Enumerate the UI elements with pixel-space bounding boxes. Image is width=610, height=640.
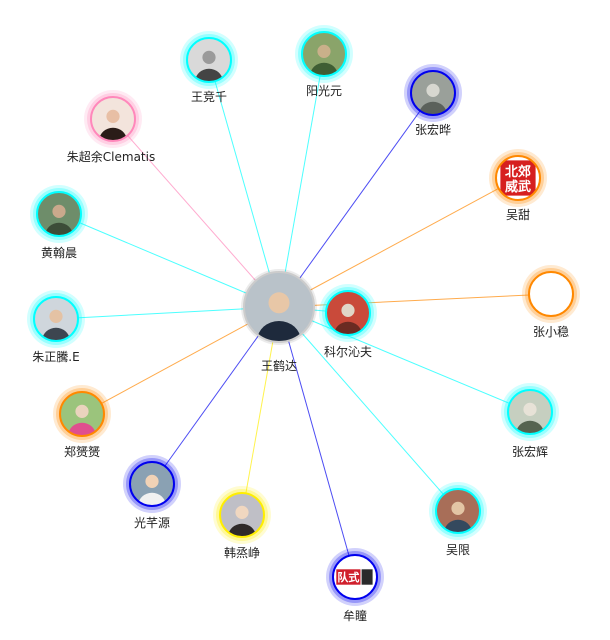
node-ring [528,271,574,317]
center-label: 王鹤达 [261,358,297,373]
node-han-zhengzheng[interactable]: 韩烝峥 [213,486,271,560]
edge-zhang-honghui [278,306,531,413]
node-ring [301,31,347,77]
node-ring [59,391,105,437]
node-label: 科尔沁夫 [324,344,372,359]
photo-street-icon [508,390,552,434]
node-yang-guangyuan[interactable]: 阳光元 [295,25,353,98]
node-ring [33,296,79,342]
node-ring [219,492,265,538]
node-ring [186,37,232,83]
svg-text:队式: 队式 [337,570,359,584]
node-zhu-chaoyu[interactable]: 朱超余Clematis [67,90,155,164]
edge-zhang-hongye [278,92,434,308]
node-label: 王竞千 [191,90,227,104]
node-ring [90,96,136,142]
node-label: 牟瞳 [343,608,367,623]
node-ring [507,389,553,435]
node-ring [243,271,315,343]
node-label: 张小稳 [533,324,569,339]
edge-wu-xian [278,306,459,512]
node-ring [435,488,481,534]
edge-zhu-chaoyu [112,118,280,308]
photo-two-girls-icon [220,493,264,537]
edge-zheng-yingying [81,306,280,415]
photo-face-closeup-icon [91,97,135,141]
photo-standing-man-icon [436,489,480,533]
node-ring [129,461,175,507]
node-ring [36,191,82,237]
empty-avatar-icon [529,272,573,316]
node-zhang-honghui[interactable]: 张宏辉 [501,383,559,459]
photo-pink-shirt-icon [60,392,104,436]
logo-duishi-icon: 队式 [333,555,377,599]
edge-wu-tian [278,177,519,308]
edge-zhang-xiaowen [278,293,552,308]
edge-huang-hanchen [58,213,280,308]
node-zheng-yingying[interactable]: 郑赟赟 [53,385,111,459]
node-ring [332,554,378,600]
edges-layer [55,53,552,578]
node-label: 郑赟赟 [64,444,100,459]
photo-bw-portrait-icon [187,38,231,82]
node-label: 光芊源 [134,516,170,530]
node-label: 张宏辉 [512,444,548,459]
node-wang-jingqian[interactable]: 王竞千 [180,31,238,104]
edge-zhu-zhengteng [55,306,280,320]
node-label: 韩烝峥 [224,545,260,560]
svg-text:北郊: 北郊 [505,164,531,180]
photo-garden-icon [302,32,346,76]
node-label: 阳光元 [306,84,342,98]
node-label: 朱超余Clematis [67,149,155,164]
node-center[interactable]: 王鹤达 [241,269,317,373]
photo-gate-icon [326,291,370,335]
svg-text:威武: 威武 [505,179,531,195]
node-ring [495,155,541,201]
edge-wang-jingqian [208,59,280,308]
edge-guang-qianyuan [151,306,280,485]
edge-yang-guangyuan [278,53,325,308]
node-guang-qianyuan[interactable]: 光芊源 [123,455,181,530]
node-label: 张宏晔 [415,122,451,137]
node-ring [325,290,371,336]
node-ring [410,70,456,116]
photo-statue-icon [411,71,455,115]
photo-outdoor-icon [37,192,81,236]
node-label: 朱正騰.E [32,349,79,364]
node-zhang-hongye[interactable]: 张宏晔 [404,64,462,137]
photo-child-icon [130,462,174,506]
node-wu-xian[interactable]: 吴限 [429,482,487,557]
node-label: 吴甜 [506,208,530,222]
node-kerqinfu[interactable]: 科尔沁夫 [319,284,377,359]
photo-man-suit-icon [244,272,314,342]
node-huang-hanchen[interactable]: 黄翰晨 [30,185,88,260]
node-zhu-zhengteng[interactable]: 朱正騰.E [27,290,85,364]
node-label: 吴限 [446,543,470,557]
photo-lying-person-icon [34,297,78,341]
edge-mou-tong [278,306,356,578]
node-label: 黄翰晨 [41,245,77,260]
node-zhang-xiaowen[interactable]: 张小稳 [522,265,580,339]
